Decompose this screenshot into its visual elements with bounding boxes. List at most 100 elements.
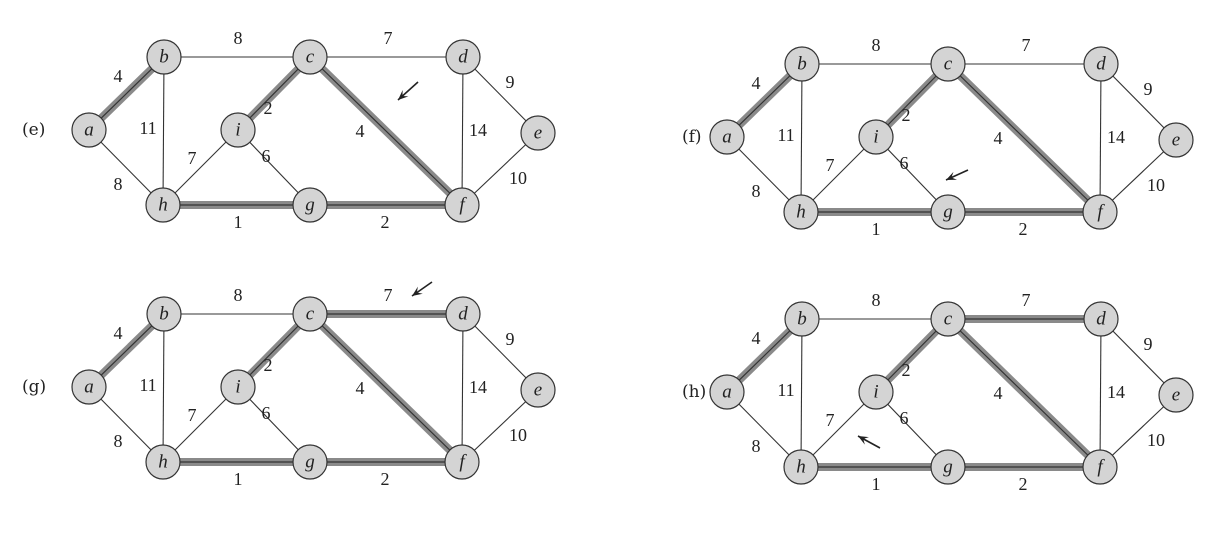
node-label: b: [159, 304, 169, 325]
tree-edge: [309, 313, 463, 463]
edge-weight: 14: [469, 377, 487, 397]
node-i: [220, 112, 256, 148]
edge-weight: 8: [872, 290, 881, 310]
node-label: d: [1096, 309, 1106, 330]
panel-label: (h): [682, 382, 706, 402]
node-f: [1082, 449, 1118, 485]
edge-weight: 8: [234, 28, 243, 48]
edge-weight: 8: [114, 431, 123, 451]
edge-weight: 8: [872, 35, 881, 55]
edge-weight: 7: [1022, 290, 1031, 310]
edge-weight: 4: [356, 378, 365, 398]
edge: [800, 136, 877, 213]
node-e: [1158, 377, 1194, 413]
edge-weight: 4: [752, 328, 761, 348]
edge-weight: 2: [1019, 219, 1028, 239]
edge-weight: 14: [469, 120, 487, 140]
node-label: i: [235, 377, 240, 398]
node-b: [146, 296, 182, 332]
edge: [462, 313, 539, 391]
node-g: [930, 449, 966, 485]
node-a: [709, 374, 745, 410]
panel-label: (e): [22, 120, 45, 140]
edge-weight: 2: [264, 355, 273, 375]
node-label: i: [873, 382, 878, 403]
edge: [162, 313, 165, 463]
node-h: [145, 187, 181, 223]
node-e: [520, 372, 556, 408]
node-f: [1082, 194, 1118, 230]
edge: [1099, 63, 1102, 213]
edge-weight: 2: [381, 212, 390, 232]
node-label: d: [458, 304, 468, 325]
node-b: [146, 39, 182, 75]
node-d: [445, 39, 481, 75]
edge-weight: 1: [234, 469, 243, 489]
node-label: g: [305, 452, 315, 473]
edge-weight: 7: [1022, 35, 1031, 55]
node-d: [445, 296, 481, 332]
node-i: [858, 119, 894, 155]
node-f: [444, 187, 480, 223]
edge-weight: 7: [384, 285, 393, 305]
node-c: [930, 46, 966, 82]
node-label: h: [796, 457, 806, 478]
node-i: [220, 369, 256, 405]
edge: [1099, 318, 1102, 468]
edge-weight: 6: [262, 403, 271, 423]
tree-edge: [947, 318, 1101, 468]
node-g: [292, 187, 328, 223]
edge-weight: 1: [234, 212, 243, 232]
edge: [800, 63, 803, 213]
edge-weight: 7: [826, 410, 835, 430]
edge-weight: 8: [752, 436, 761, 456]
node-label: f: [1097, 457, 1105, 478]
edge-weight: 4: [752, 73, 761, 93]
node-h: [783, 194, 819, 230]
arrow-icon: [945, 169, 969, 181]
node-g: [930, 194, 966, 230]
edge-weight: 11: [139, 118, 156, 138]
node-label: c: [306, 47, 315, 68]
tree-edge: [947, 63, 1101, 213]
node-label: g: [305, 195, 315, 216]
edge-weight: 4: [356, 121, 365, 141]
node-d: [1083, 46, 1119, 82]
node-i: [858, 374, 894, 410]
node-label: a: [84, 377, 94, 398]
node-label: b: [797, 309, 807, 330]
edge-weight: 10: [1147, 430, 1165, 450]
node-label: g: [943, 457, 953, 478]
node-label: i: [235, 120, 240, 141]
edge: [162, 56, 165, 206]
node-label: e: [1172, 130, 1180, 151]
edge-weight: 2: [264, 98, 273, 118]
edge-weight: 1: [872, 219, 881, 239]
edge-weight: 10: [509, 425, 527, 445]
edge-weight: 2: [381, 469, 390, 489]
edge-weight: 9: [506, 72, 515, 92]
edge: [800, 318, 803, 468]
node-e: [520, 115, 556, 151]
edge-weight: 4: [994, 128, 1003, 148]
edge-weight: 14: [1107, 382, 1125, 402]
arrow-icon: [857, 435, 881, 449]
edge-weight: 9: [506, 329, 515, 349]
node-label: h: [158, 195, 168, 216]
node-label: a: [722, 127, 732, 148]
tree-edge: [309, 56, 463, 206]
edge-weight: 11: [777, 125, 794, 145]
edge: [462, 56, 539, 134]
node-d: [1083, 301, 1119, 337]
node-label: e: [1172, 385, 1180, 406]
edge-weight: 6: [900, 408, 909, 428]
node-label: d: [458, 47, 468, 68]
edge-weight: 7: [384, 28, 393, 48]
node-a: [709, 119, 745, 155]
node-c: [930, 301, 966, 337]
arrow-icon: [397, 81, 419, 101]
node-label: f: [459, 452, 467, 473]
